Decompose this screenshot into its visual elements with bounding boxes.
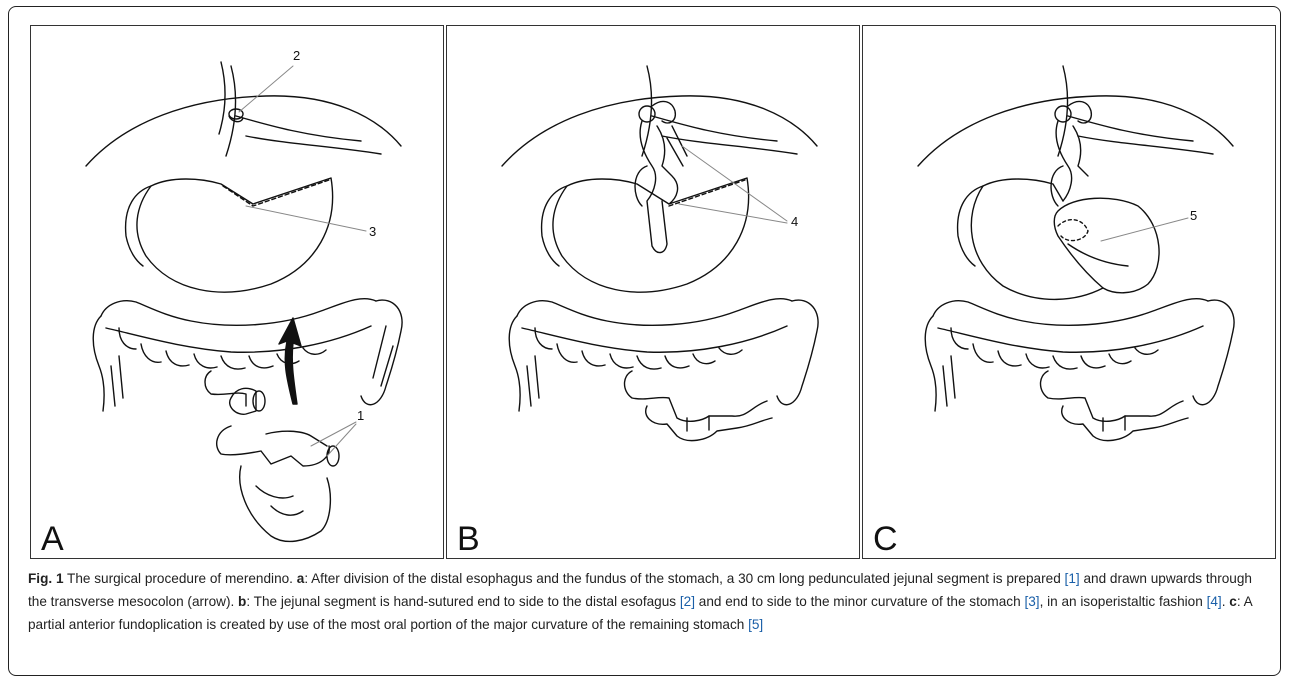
panel-letter: B <box>457 522 480 556</box>
citation-link[interactable]: [5] <box>748 617 763 632</box>
citation-link[interactable]: [4] <box>1207 594 1222 609</box>
citation-link[interactable]: [3] <box>1024 594 1039 609</box>
panel-a: 2 3 1 A <box>30 25 444 559</box>
panel-b: 4 B <box>446 25 860 559</box>
callout-number: 5 <box>1190 208 1197 223</box>
callout-number: 2 <box>293 48 300 63</box>
panel-c: 5 C <box>862 25 1276 559</box>
figure-label: Fig. 1 <box>28 571 64 586</box>
panel-c-illustration <box>863 26 1277 560</box>
panel-letter: A <box>41 522 64 556</box>
citation-link[interactable]: [1] <box>1065 571 1080 586</box>
figure-caption: Fig. 1 The surgical procedure of merendi… <box>28 567 1268 636</box>
citation-link[interactable]: [2] <box>680 594 695 609</box>
callout-number: 1 <box>357 408 364 423</box>
callout-number: 4 <box>791 214 798 229</box>
caption-title: The surgical procedure of merendino. <box>64 571 297 586</box>
caption-label-c: c <box>1229 594 1237 609</box>
caption-text: : After division of the distal esophagus… <box>304 571 1064 586</box>
caption-text: , in an isoperistaltic fashion <box>1040 594 1207 609</box>
panel-letter: C <box>873 522 898 556</box>
caption-text: : The jejunal segment is hand-sutured en… <box>246 594 680 609</box>
panel-b-illustration <box>447 26 861 560</box>
callout-number: 3 <box>369 224 376 239</box>
panel-a-illustration <box>31 26 445 560</box>
caption-text: and end to side to the minor curvature o… <box>695 594 1024 609</box>
